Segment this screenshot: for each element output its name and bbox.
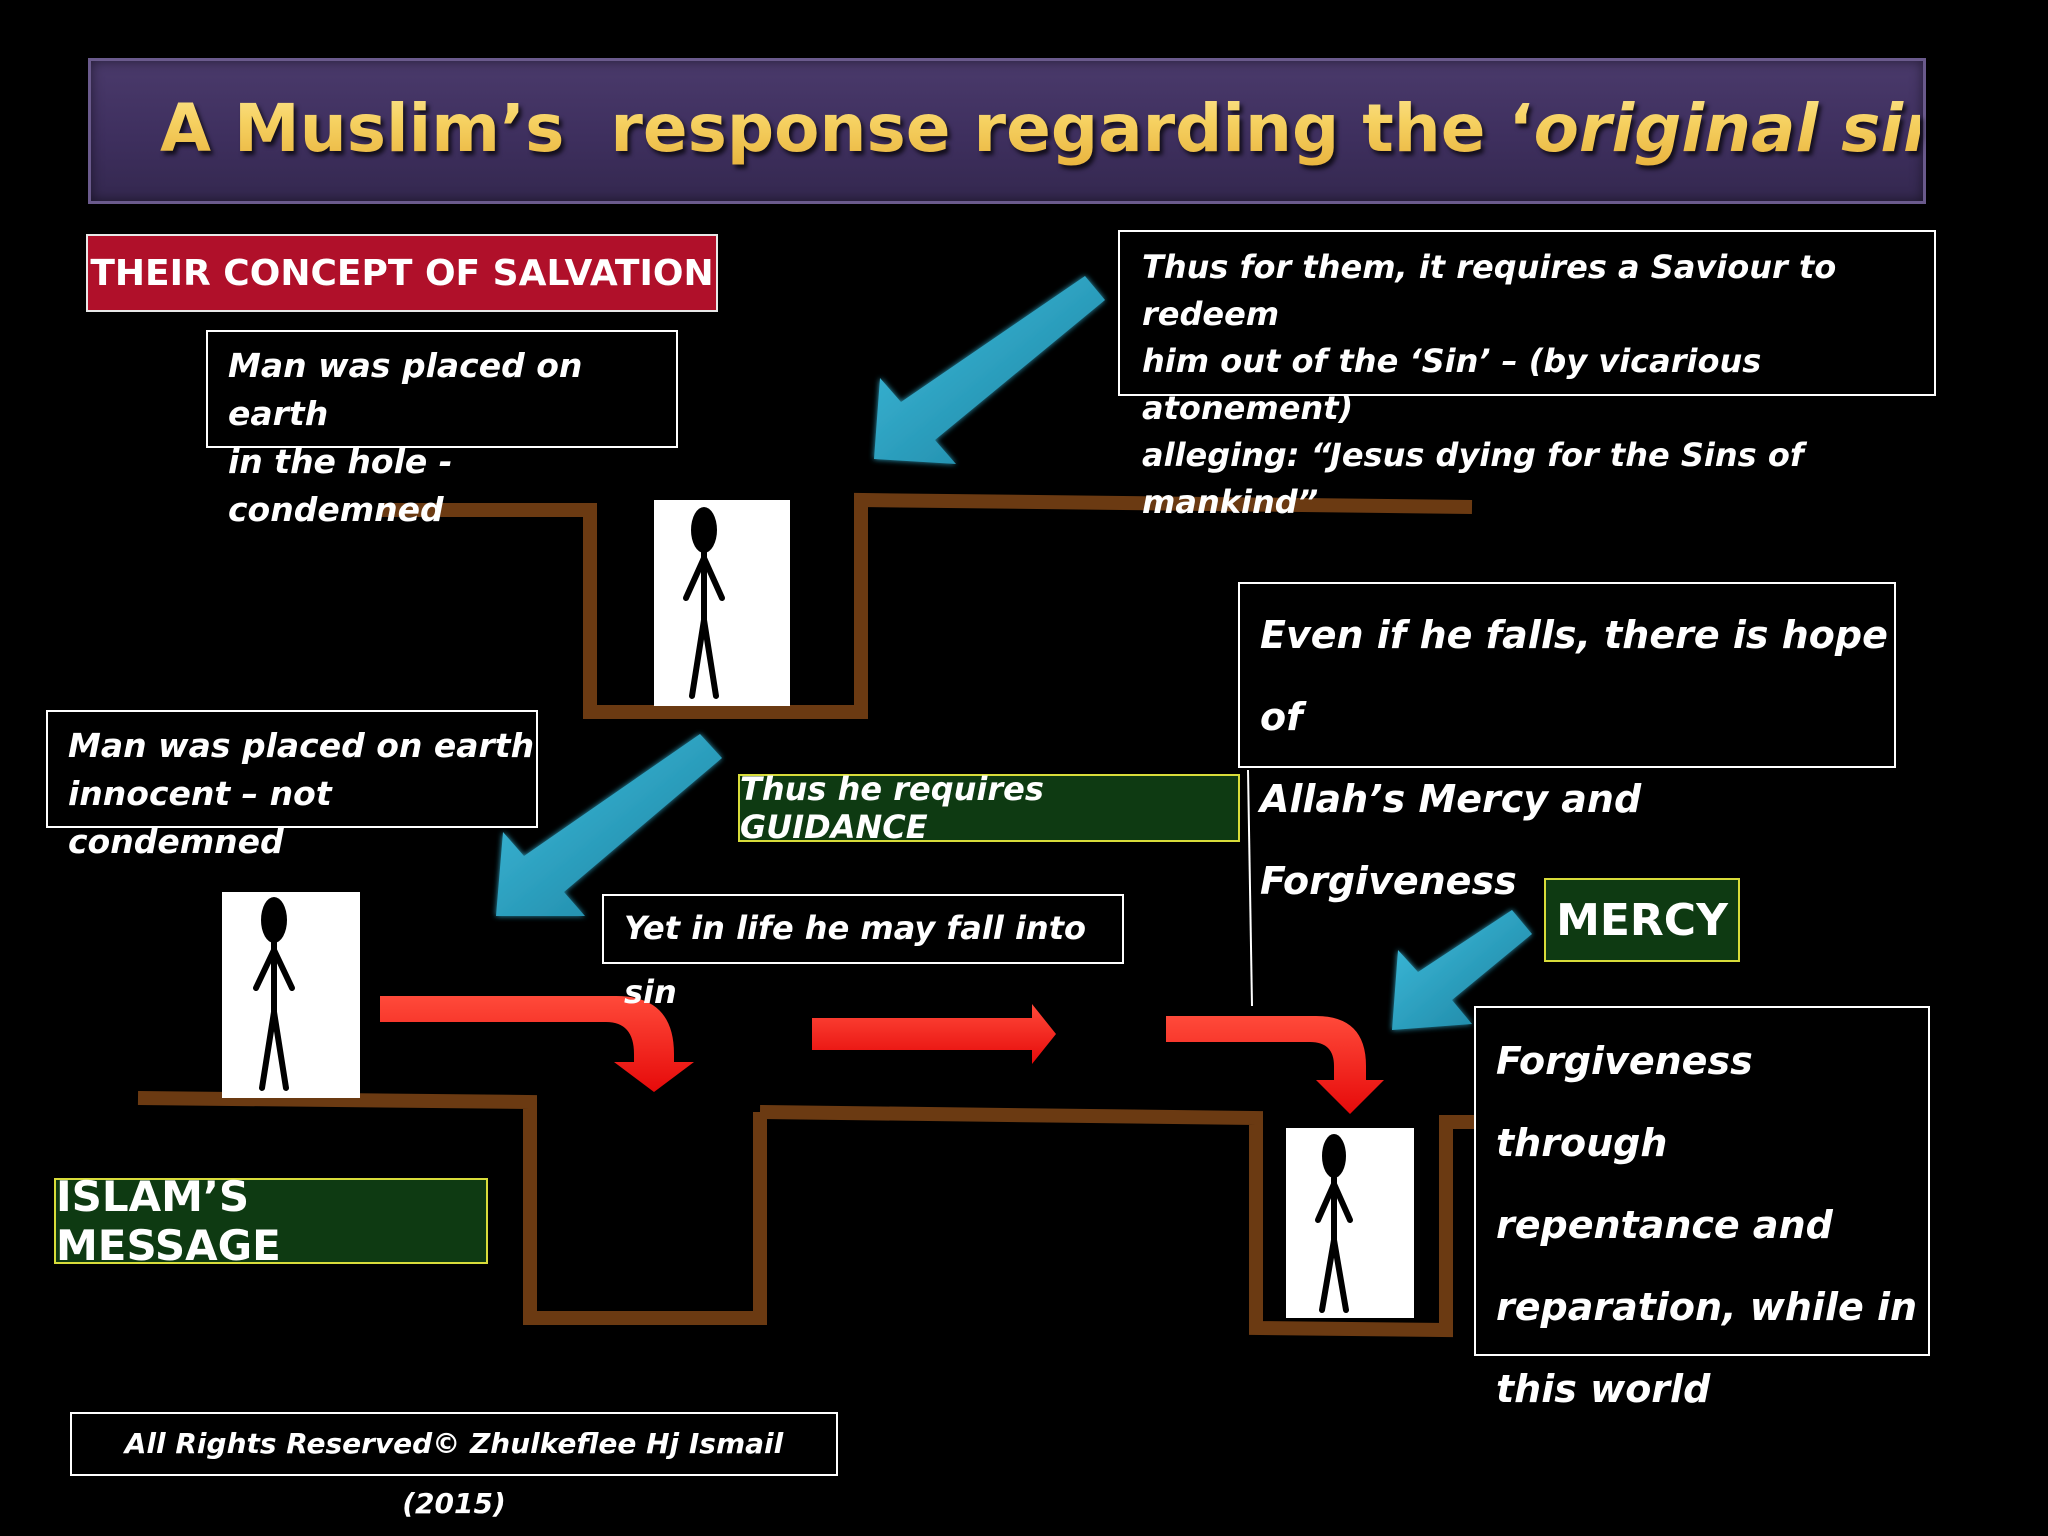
red-arrow-icon <box>812 1004 1056 1064</box>
guidance-label: Thus he requires GUIDANCE <box>738 770 1240 846</box>
figure-panel-hole <box>654 500 790 706</box>
red-arrow-icon <box>380 996 694 1092</box>
copyright-box: All Rights Reserved© Zhulkeflee Hj Ismai… <box>70 1412 838 1520</box>
man-condemned-box: Man was placed on earth in the hole - co… <box>206 330 678 529</box>
lower-ground-middle <box>759 1105 1474 1338</box>
lower-ground-left <box>137 1091 767 1325</box>
blue-arrow-icon <box>1392 910 1532 1030</box>
their-concept-label: THEIR CONCEPT OF SALVATION <box>86 234 718 312</box>
figure-panel-innocent <box>222 892 360 1098</box>
red-arrow-icon <box>1166 1016 1384 1114</box>
figure-panel-fallen <box>1286 1128 1414 1318</box>
forgiveness-box: Forgiveness through repentance and repar… <box>1474 1006 1930 1411</box>
connector-line <box>1247 769 1253 1007</box>
title-banner <box>88 58 1926 204</box>
hope-box: Even if he falls, there is hope of Allah… <box>1238 582 1896 903</box>
fall-into-sin-box: Yet in life he may fall into sin <box>602 894 1124 1011</box>
stick-figure-icon <box>683 507 725 699</box>
blue-arrow-icon <box>874 276 1105 464</box>
blue-arrow-icon <box>496 734 722 916</box>
saviour-box: Thus for them, it requires a Saviour to … <box>1118 230 1936 521</box>
stick-figure-icon <box>253 897 295 1091</box>
islam-message-label: ISLAM’S MESSAGE <box>54 1172 488 1270</box>
stick-figure-icon <box>1315 1134 1353 1313</box>
upper-ground-line <box>380 492 1473 719</box>
mercy-label: MERCY <box>1544 878 1740 962</box>
man-innocent-box: Man was placed on earth innocent – not c… <box>46 710 538 861</box>
